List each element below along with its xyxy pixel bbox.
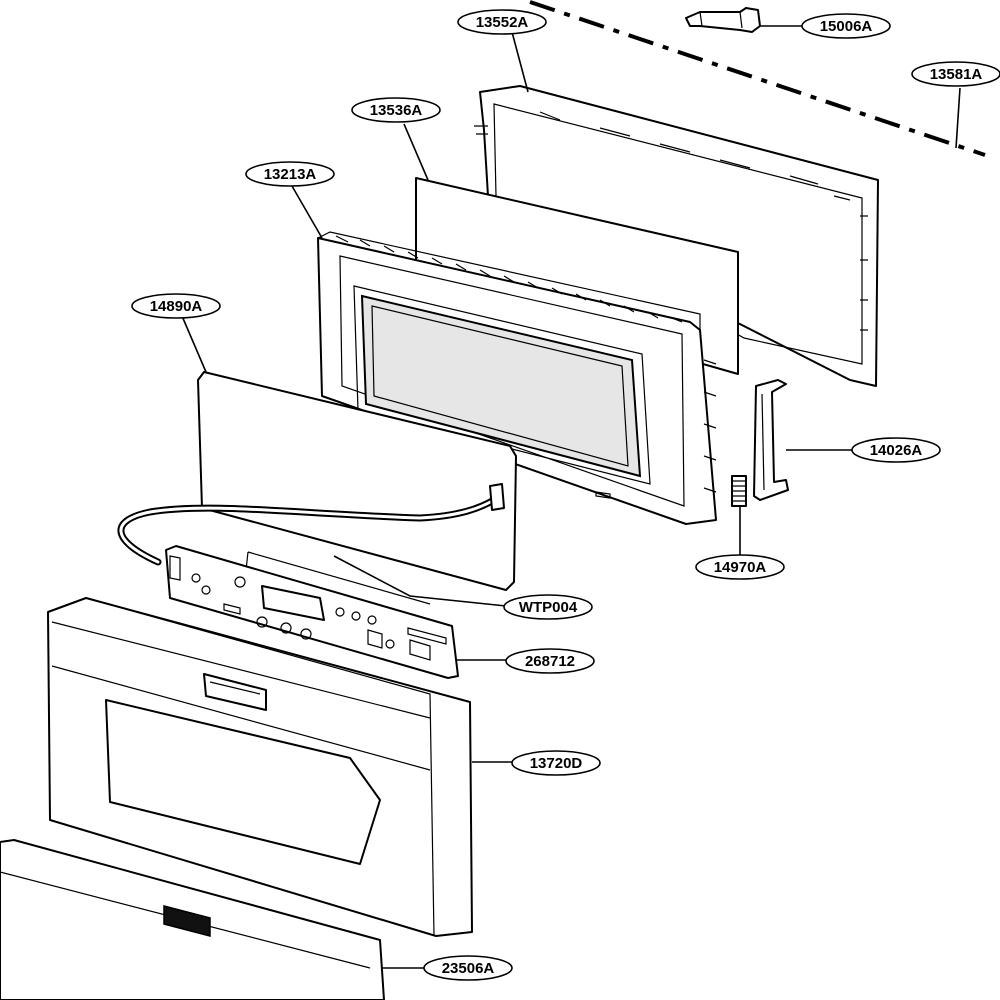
callout-13213a: 13213A xyxy=(245,161,335,187)
door-frame-assembly xyxy=(317,231,717,525)
callout-text: 14890A xyxy=(150,298,203,315)
callout-14890a: 14890A xyxy=(131,293,221,319)
callout-text: 13552A xyxy=(476,14,529,31)
callout-13581a: 13581A xyxy=(911,61,1000,87)
callout-23506a: 23506A xyxy=(423,955,513,981)
leader-lines xyxy=(181,25,961,969)
callout-text: 13536A xyxy=(370,102,423,119)
outer-door xyxy=(47,597,473,937)
callout-text: 14026A xyxy=(870,442,923,459)
wire-harness xyxy=(117,483,505,605)
callout-13552a: 13552A xyxy=(457,9,547,35)
door-hinge-line xyxy=(529,0,986,157)
control-pcb xyxy=(165,545,459,679)
callout-text: 13720D xyxy=(530,755,583,772)
callout-14970a: 14970A xyxy=(695,554,785,580)
inner-door-panel xyxy=(197,371,517,591)
callout-text: 15006A xyxy=(820,18,873,35)
callout-13720d: 13720D xyxy=(511,750,601,776)
spring xyxy=(731,475,747,507)
callout-text: 23506A xyxy=(442,960,495,977)
callout-text: 14970A xyxy=(714,559,767,576)
callout-text: 268712 xyxy=(525,653,575,670)
callout-text: 13581A xyxy=(930,66,983,83)
handle-trim xyxy=(0,839,385,1000)
choke-frame xyxy=(474,85,879,387)
callout-268712: 268712 xyxy=(505,648,595,674)
callout-text: 13213A xyxy=(264,166,317,183)
latch-clip xyxy=(685,7,761,33)
latch-hook xyxy=(753,379,789,501)
callout-15006a: 15006A xyxy=(801,13,891,39)
callout-14026a: 14026A xyxy=(851,437,941,463)
callout-wtp004: WTP004 xyxy=(503,594,593,620)
callout-text: WTP004 xyxy=(519,599,578,616)
callout-13536a: 13536A xyxy=(351,97,441,123)
